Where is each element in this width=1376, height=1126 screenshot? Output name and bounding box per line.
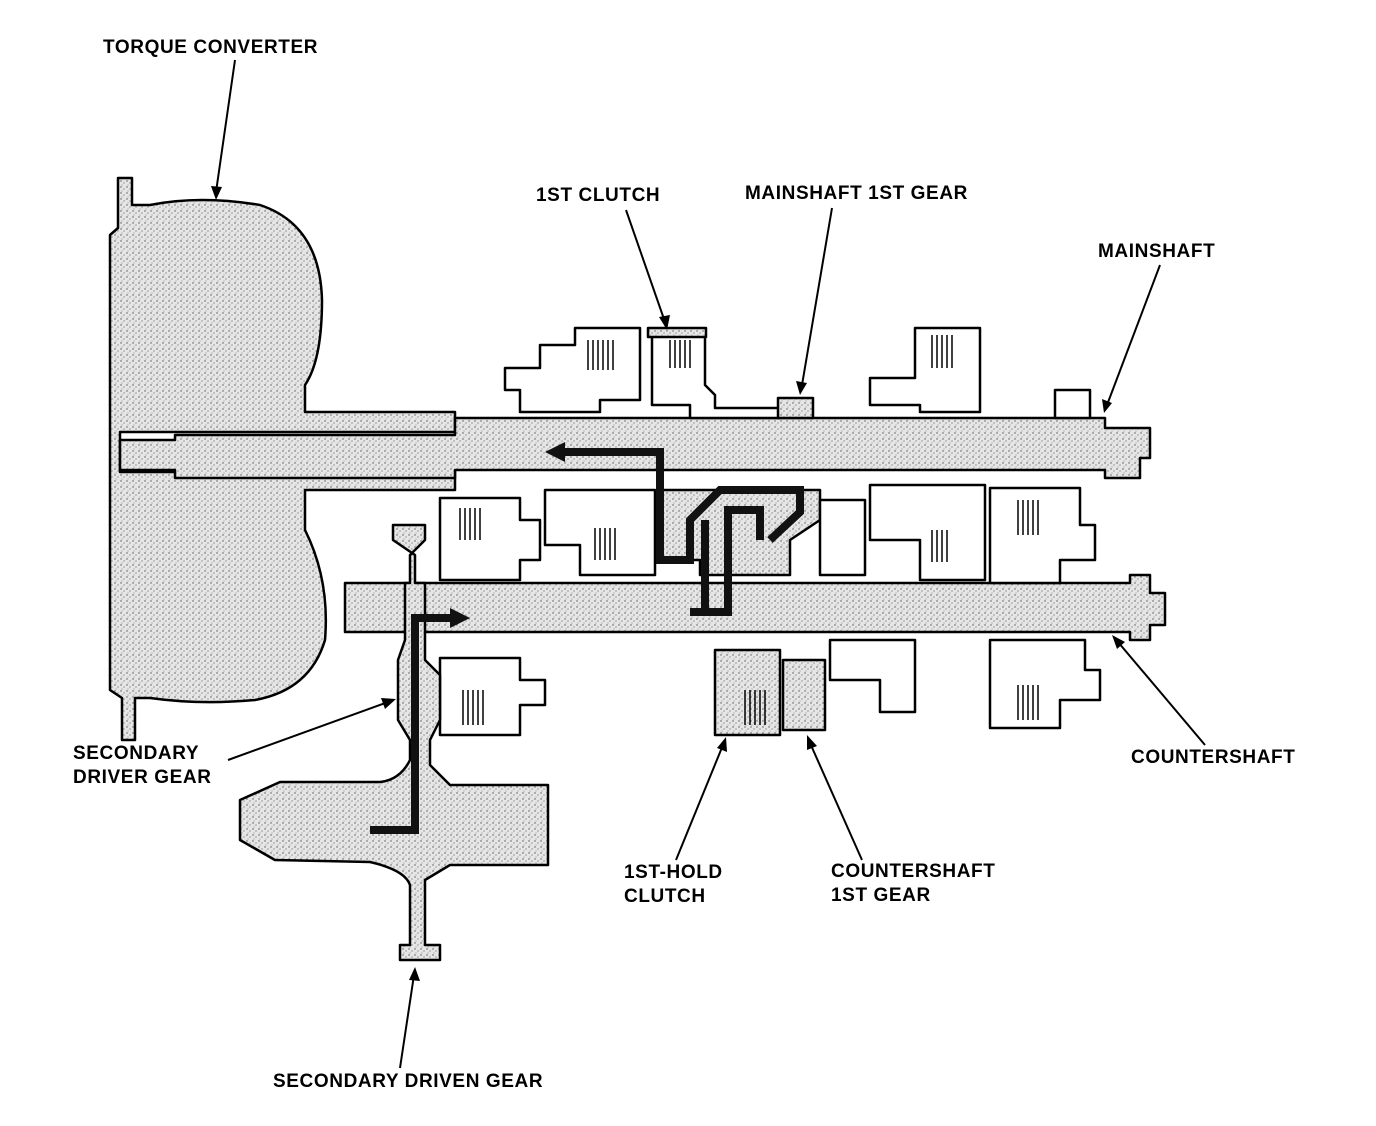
middle-clutch-1: [438, 496, 542, 582]
middle-clutch-6: [988, 486, 1097, 585]
label-countershaft: COUNTERSHAFT: [1131, 747, 1296, 768]
mainshaft-clutch-right: [868, 326, 982, 414]
mainshaft-bearing-right: [1053, 388, 1092, 420]
first-clutch-drum: [650, 333, 782, 420]
lower-clutch-mid: [828, 638, 917, 714]
label-first-hold-clutch-line2: CLUTCH: [624, 886, 706, 907]
secondary-driver-gear-shape: [238, 523, 550, 962]
middle-clutch-5: [868, 483, 987, 582]
label-torque-converter: TORQUE CONVERTER: [103, 37, 319, 58]
label-secondary-driver-gear-line1: SECONDARY: [73, 743, 200, 764]
label-mainshaft-first-gear: MAINSHAFT 1ST GEAR: [745, 183, 968, 204]
mainshaft-first-gear-shape: [776, 396, 815, 420]
label-first-clutch: 1ST CLUTCH: [536, 185, 661, 206]
lower-clutch-right: [988, 638, 1102, 730]
first-hold-clutch-drum: [713, 648, 782, 737]
leader-lines: [211, 59, 1206, 1069]
power-flow-transfer: [690, 506, 764, 616]
label-first-hold-clutch-line1: 1ST-HOLD: [624, 862, 723, 883]
middle-clutch-plates: [459, 500, 1039, 562]
lower-clutch-left: [438, 656, 547, 737]
upper-clutch-plates: [587, 335, 953, 370]
label-mainshaft: MAINSHAFT: [1098, 241, 1216, 262]
first-clutch-cap: [646, 326, 708, 339]
lower-clutch-plates: [462, 685, 1039, 725]
middle-clutch-4: [818, 498, 867, 577]
power-flow-countershaft: [370, 614, 455, 834]
power-flow-mainshaft: [560, 448, 804, 564]
power-flow-arrowhead-mainshaft: [545, 442, 565, 462]
label-secondary-driven-gear: SECONDARY DRIVEN GEAR: [273, 1071, 544, 1092]
label-secondary-driver-gear-line2: DRIVER GEAR: [73, 767, 212, 788]
mainshaft-clutch-left: [503, 326, 642, 414]
countershaft-first-gear-shape: [781, 658, 827, 732]
countershaft-body: [343, 573, 1167, 642]
power-flow-arrowhead-countershaft: [450, 608, 470, 628]
torque-converter-body: [108, 176, 457, 742]
label-countershaft-first-gear-line1: COUNTERSHAFT: [831, 861, 996, 882]
label-countershaft-first-gear-line2: 1ST GEAR: [831, 885, 931, 906]
